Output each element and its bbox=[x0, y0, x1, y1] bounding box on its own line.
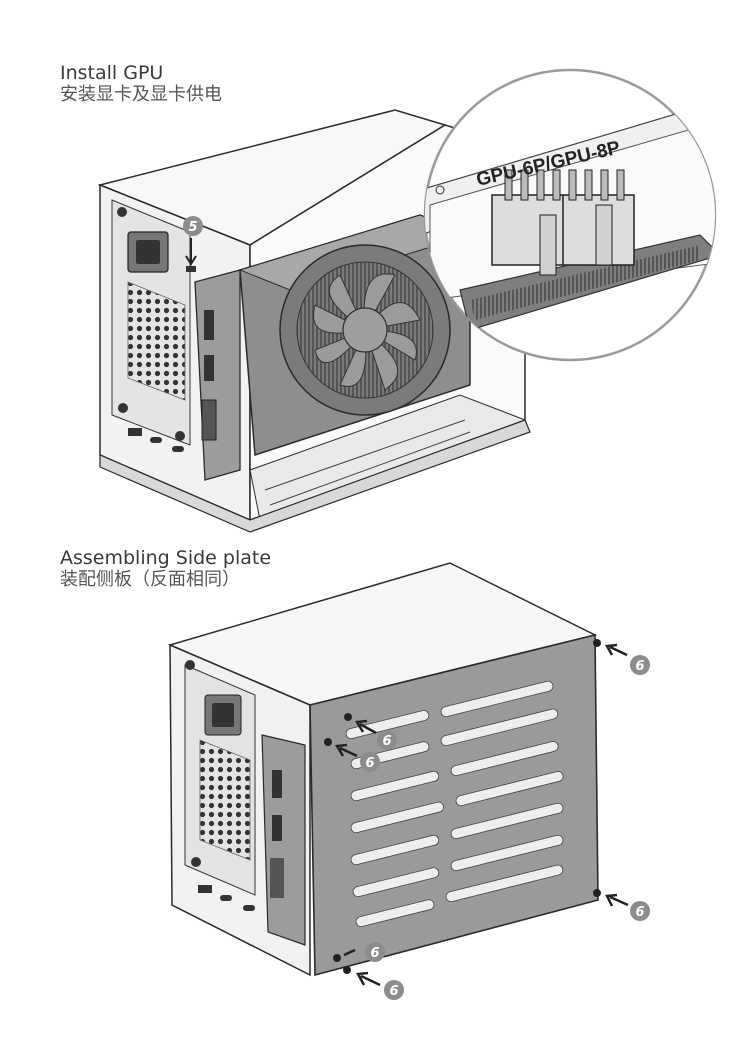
screw-icon bbox=[191, 857, 201, 867]
arrow-icon bbox=[334, 743, 358, 758]
usbc-port bbox=[150, 437, 162, 443]
side-plate-case bbox=[167, 562, 598, 977]
callout-number: 6 bbox=[365, 756, 374, 771]
callout-number: 6 bbox=[370, 946, 379, 961]
screw-callout-bottom-right: 6 bbox=[593, 889, 650, 921]
callout-number: 6 bbox=[382, 734, 391, 749]
usbc-port bbox=[172, 446, 184, 452]
graphics-card bbox=[194, 214, 472, 481]
callout-number: 6 bbox=[635, 905, 644, 920]
screw-icon bbox=[118, 403, 128, 413]
screw-callout-bottom-left-2: 6 bbox=[343, 966, 404, 1000]
vent-grille bbox=[127, 281, 186, 401]
step2-heading: Assembling Side plate 装配侧板（反面相同） bbox=[60, 547, 272, 591]
arrow-icon bbox=[185, 238, 197, 266]
arrow-icon bbox=[356, 971, 381, 987]
arrow-icon bbox=[354, 719, 377, 735]
callout-number: 5 bbox=[188, 220, 197, 235]
screw-icon bbox=[186, 266, 196, 272]
screw-icon bbox=[333, 954, 341, 962]
fan-icon bbox=[279, 244, 451, 416]
callout-number: 6 bbox=[389, 984, 398, 999]
arrow-icon bbox=[605, 893, 629, 907]
screw-icon bbox=[593, 639, 601, 647]
step1-heading: Install GPU 安装显卡及显卡供电 bbox=[60, 62, 222, 106]
screw-icon bbox=[593, 889, 601, 897]
step1-title-zh: 安装显卡及显卡供电 bbox=[60, 83, 222, 105]
gpu-power-connector bbox=[491, 169, 635, 276]
connector-zoom: GPU-6P/GPU-8P bbox=[423, 68, 717, 362]
usb-port bbox=[128, 428, 142, 436]
screw-callout-top-right: 6 bbox=[593, 639, 650, 675]
screw-callout-step1: 5 bbox=[183, 216, 203, 272]
arrow-icon bbox=[343, 948, 356, 957]
screw-callout-inner-1: 6 bbox=[344, 713, 397, 750]
arrow-icon bbox=[604, 643, 628, 657]
screw-icon bbox=[117, 207, 127, 217]
step2-title-zh: 装配侧板（反面相同） bbox=[60, 568, 240, 590]
screw-icon bbox=[343, 966, 351, 974]
step2-title-en: Assembling Side plate bbox=[60, 547, 272, 569]
screw-callout-inner-2: 6 bbox=[324, 738, 380, 772]
screw-icon bbox=[175, 431, 185, 441]
callout-number: 6 bbox=[635, 659, 644, 674]
screw-icon bbox=[185, 660, 195, 670]
side-plate bbox=[309, 633, 599, 977]
screw-icon bbox=[344, 713, 352, 721]
step1-title-en: Install GPU bbox=[60, 62, 164, 84]
screw-callout-bottom-left-1: 6 bbox=[333, 942, 385, 962]
screw-icon bbox=[324, 738, 332, 746]
power-socket-icon bbox=[127, 231, 169, 273]
